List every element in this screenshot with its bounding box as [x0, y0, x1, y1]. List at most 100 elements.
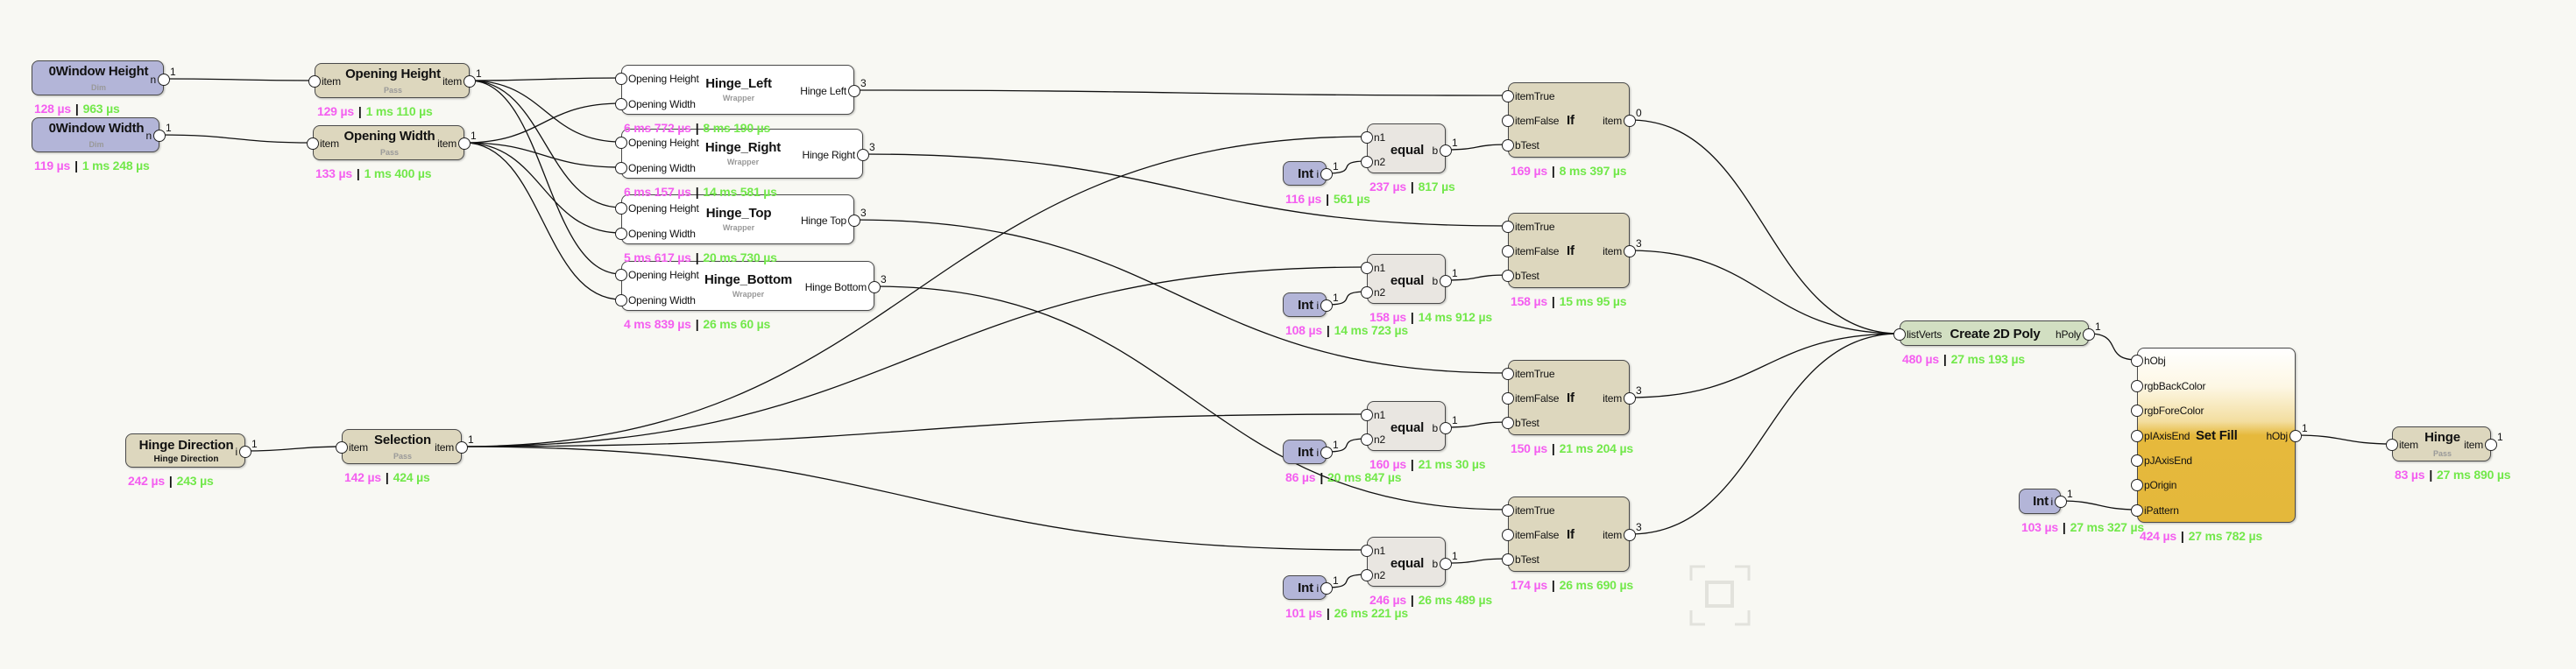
wire-hd-to-sel[interactable]: [244, 446, 343, 452]
wire-ow-to-hr[interactable]: [464, 142, 622, 168]
output-port-i[interactable]: [1320, 447, 1333, 459]
wire-int1-to-eq1[interactable]: [1326, 160, 1368, 174]
output-port-hobj[interactable]: [2289, 430, 2302, 442]
input-port-ipattern[interactable]: [2131, 504, 2143, 517]
input-port-rgbforecolor[interactable]: [2131, 405, 2143, 417]
wire-if1-to-c2d[interactable]: [1629, 119, 1900, 334]
wire-sel-to-eq2[interactable]: [461, 266, 1368, 447]
output-port-item[interactable]: [1624, 392, 1636, 405]
input-port-itemfalse[interactable]: [1502, 245, 1514, 257]
output-port-item[interactable]: [456, 441, 468, 454]
input-port-opening-width[interactable]: [615, 98, 627, 110]
output-port-hinge-right[interactable]: [857, 149, 869, 161]
wire-ow-to-ht[interactable]: [464, 142, 622, 234]
input-port-itemfalse[interactable]: [1502, 115, 1514, 127]
input-port-n1[interactable]: [1361, 409, 1373, 421]
wire-c2d-to-sf[interactable]: [2088, 333, 2138, 361]
wire-ow-to-hl[interactable]: [464, 102, 622, 144]
wire-sel-to-eq3[interactable]: [461, 413, 1368, 447]
input-port-listverts[interactable]: [1893, 328, 1906, 341]
input-port-n2[interactable]: [1361, 156, 1373, 168]
input-port-opening-height[interactable]: [615, 269, 627, 281]
input-port-itemtrue[interactable]: [1502, 221, 1514, 233]
input-port-piaxisend[interactable]: [2131, 430, 2143, 442]
wire-int4-to-eq4[interactable]: [1326, 574, 1368, 588]
output-port-item[interactable]: [458, 137, 471, 150]
wire-if2-to-c2d[interactable]: [1629, 250, 1900, 334]
wire-eq4-to-if4[interactable]: [1445, 558, 1509, 564]
input-port-opening-height[interactable]: [615, 202, 627, 215]
input-port-hobj[interactable]: [2131, 355, 2143, 367]
zoom-to-fit-icon[interactable]: [1689, 565, 1751, 626]
output-port-item[interactable]: [2485, 439, 2497, 451]
input-port-btest[interactable]: [1502, 139, 1514, 151]
output-port-n[interactable]: [158, 74, 170, 86]
input-port-pjaxisend[interactable]: [2131, 454, 2143, 467]
output-port-n[interactable]: [153, 130, 166, 142]
input-port-n1[interactable]: [1361, 262, 1373, 274]
wire-eq2-to-if2[interactable]: [1445, 274, 1509, 281]
input-port-itemfalse[interactable]: [1502, 529, 1514, 541]
output-port-b[interactable]: [1440, 422, 1452, 434]
input-port-rgbbackcolor[interactable]: [2131, 380, 2143, 392]
wire-if3-to-c2d[interactable]: [1629, 333, 1900, 398]
output-port-hinge-bottom[interactable]: [868, 281, 881, 293]
output-port-hinge-left[interactable]: [848, 85, 860, 97]
input-port-item[interactable]: [2386, 439, 2398, 451]
input-port-n1[interactable]: [1361, 131, 1373, 144]
input-port-porigin[interactable]: [2131, 479, 2143, 491]
input-port-opening-width[interactable]: [615, 162, 627, 174]
wire-if4-to-c2d[interactable]: [1629, 333, 1900, 535]
wire-oh-to-hl[interactable]: [469, 77, 622, 81]
wire-eq3-to-if3[interactable]: [1445, 421, 1509, 428]
output-port-i[interactable]: [1320, 582, 1333, 595]
input-port-item[interactable]: [308, 75, 321, 88]
input-port-item[interactable]: [336, 441, 348, 454]
wire-ow-to-hb[interactable]: [464, 142, 622, 300]
input-port-n1[interactable]: [1361, 545, 1373, 557]
input-port-opening-height[interactable]: [615, 137, 627, 149]
wire-hr-to-if2[interactable]: [862, 153, 1509, 227]
wire-wh-to-oh[interactable]: [163, 78, 315, 81]
input-port-itemfalse[interactable]: [1502, 392, 1514, 405]
output-port-item[interactable]: [464, 75, 476, 88]
input-port-itemtrue[interactable]: [1502, 368, 1514, 380]
wire-hl-to-if1[interactable]: [853, 89, 1509, 96]
output-port-i[interactable]: [1320, 299, 1333, 312]
wire-ht-to-if3[interactable]: [853, 219, 1509, 374]
input-port-n2[interactable]: [1361, 433, 1373, 446]
input-port-item[interactable]: [307, 137, 319, 150]
output-port-item[interactable]: [1624, 529, 1636, 541]
input-port-n2[interactable]: [1361, 569, 1373, 581]
wire-hb-to-if4[interactable]: [874, 285, 1509, 511]
output-port-b[interactable]: [1440, 144, 1452, 157]
input-port-itemtrue[interactable]: [1502, 90, 1514, 102]
output-port-i[interactable]: [239, 446, 251, 458]
wire-oh-to-hr[interactable]: [469, 80, 622, 143]
output-port-hpoly[interactable]: [2083, 328, 2095, 341]
input-port-opening-width[interactable]: [615, 228, 627, 240]
